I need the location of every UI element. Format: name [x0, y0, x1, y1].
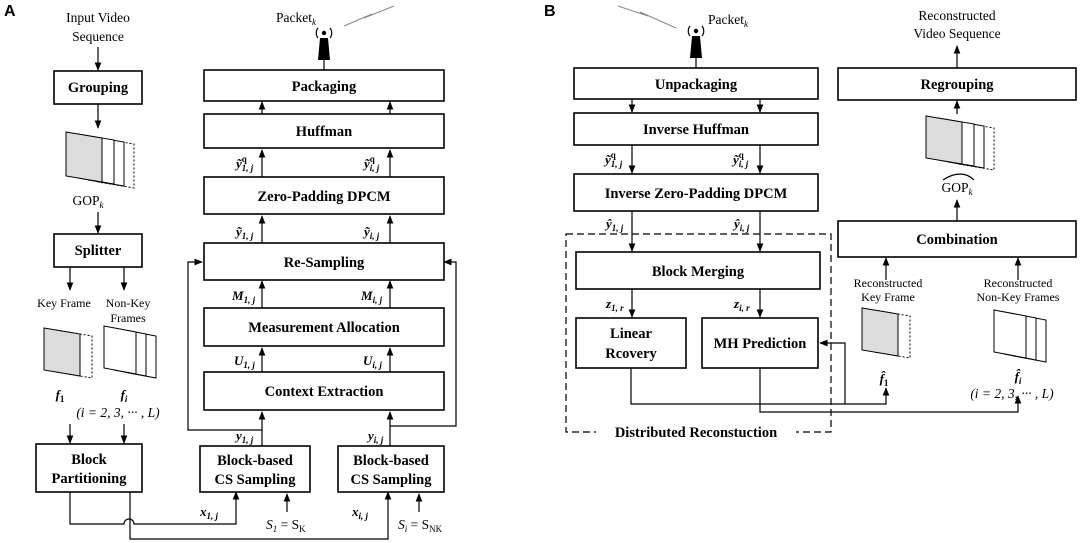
gop-hat-accent	[942, 173, 975, 181]
splitter-box	[53, 233, 143, 268]
block-merging-box	[575, 251, 821, 290]
context-extraction-box	[203, 371, 445, 411]
nonkey-frames-line1: Non-Key	[106, 296, 151, 310]
output-line1: Reconstructed	[918, 8, 995, 23]
reconstructed-nonkey-line2: Non-Key Frames	[977, 290, 1060, 304]
regrouping-label: Regrouping	[920, 77, 994, 93]
zi-label: zi, r	[733, 296, 750, 313]
mh-prediction-label: MH Prediction	[714, 336, 807, 352]
yt1-label: ỹ1, j	[234, 224, 254, 241]
key-frame-label: Key Frame	[37, 296, 91, 310]
zero-padding-dpcm-label: Zero-Padding DPCM	[257, 189, 390, 205]
cs-sampling-1-line1: Block-based	[217, 453, 293, 469]
u1-label: U1, j	[234, 353, 255, 370]
signal-bolt-icon	[343, 5, 395, 27]
index-range-a: (i = 2, 3, ··· , L)	[76, 405, 160, 420]
y1-label: y1, j	[234, 428, 254, 445]
yh1-label: ŷ1, j	[604, 216, 624, 233]
inverse-zero-padding-dpcm-box	[573, 173, 819, 212]
nonkey-frames-icon	[103, 325, 157, 379]
unpackaging-label: Unpackaging	[655, 77, 738, 93]
huffman-box	[203, 113, 445, 149]
inverse-huffman-label: Inverse Huffman	[643, 122, 749, 138]
inverse-huffman-box	[573, 112, 819, 146]
context-extraction-label: Context Extraction	[265, 384, 384, 400]
yi-label: yi, j	[366, 428, 384, 445]
reconstructed-nonkey-line1: Reconstructed	[984, 276, 1053, 290]
input-video-line1: Input Video	[66, 10, 130, 25]
cs-sampling-1-box	[199, 445, 311, 493]
inverse-zero-padding-dpcm-label: Inverse Zero-Padding DPCM	[605, 186, 788, 202]
fhi-label: f̂i	[1015, 369, 1022, 386]
grouping-label: Grouping	[68, 80, 129, 96]
resampling-label: Re-Sampling	[284, 255, 365, 271]
index-range-b: (i = 2, 3, ··· , L)	[970, 386, 1054, 401]
reconstructed-nonkey-frames-icon	[993, 309, 1047, 363]
linear-recovery-line1: Linear	[610, 326, 652, 342]
input-video-line2: Sequence	[72, 29, 124, 44]
cs-sampling-i-box	[337, 445, 445, 493]
linear-recovery-line2: Rcovery	[605, 346, 657, 362]
output-line2: Video Sequence	[913, 26, 1000, 41]
packet-label-b: Packetk	[708, 12, 749, 29]
reconstructed-key-frame-line1: Reconstructed	[854, 276, 923, 290]
key-frame-icon	[43, 327, 93, 379]
block-partitioning-box	[35, 443, 143, 493]
block-merging-label: Block Merging	[652, 264, 745, 280]
unpackaging-box	[573, 67, 819, 100]
gop-hat-label: GOPk	[941, 180, 973, 197]
packet-label-a: Packetk	[276, 10, 317, 27]
combination-label: Combination	[916, 232, 997, 248]
block-partitioning-line1: Block	[71, 452, 107, 468]
nonkey-frames-line2: Frames	[110, 311, 146, 325]
gop-label: GOPk	[72, 193, 104, 210]
x1-label: x1, j	[199, 504, 219, 521]
m1-label: M1, j	[231, 288, 256, 305]
panel-a-label: A	[4, 3, 16, 20]
mi-label: Mi, j	[360, 288, 383, 305]
distributed-reconstruction-label: Distributed Reconstuction	[615, 425, 777, 441]
splitter-label: Splitter	[75, 243, 122, 259]
regrouping-box	[837, 67, 1077, 101]
fi-label: fi	[121, 387, 128, 404]
gop-frames-icon	[65, 131, 135, 189]
si-label: Si = SNK	[398, 517, 443, 534]
antenna-icon-b	[687, 25, 705, 58]
yhi-label: ŷi, j	[732, 216, 750, 233]
reconstructed-key-frame-line2: Key Frame	[861, 290, 915, 304]
packaging-label: Packaging	[292, 79, 357, 95]
signal-bolt-icon-b	[617, 5, 677, 29]
s1-label: S1 = SK	[266, 517, 306, 534]
measurement-allocation-label: Measurement Allocation	[248, 320, 400, 336]
combination-box	[837, 220, 1077, 258]
reconstructed-gop-icon	[925, 115, 995, 171]
measurement-allocation-box	[203, 307, 445, 347]
cs-sampling-1-line2: CS Sampling	[215, 472, 297, 488]
xi-label: xi, j	[351, 504, 369, 521]
fh1-label: f̂1	[880, 371, 889, 388]
yti-label: ỹi, j	[362, 224, 380, 241]
ui-label: Ui, j	[363, 353, 382, 370]
zero-padding-dpcm-box	[203, 176, 445, 215]
f1-label: f1	[56, 387, 65, 404]
cs-sampling-i-line2: CS Sampling	[351, 472, 433, 488]
z1-label: z1, r	[605, 296, 624, 313]
resampling-box	[203, 242, 445, 281]
distributed-reconstruction-label-bg	[596, 423, 796, 441]
block-partitioning-line2: Partitioning	[52, 471, 128, 487]
huffman-label: Huffman	[296, 124, 352, 140]
antenna-icon	[315, 27, 333, 60]
reconstructed-key-frame-icon	[861, 307, 911, 359]
cs-sampling-i-line1: Block-based	[353, 453, 429, 469]
panel-b-label: B	[544, 3, 556, 20]
